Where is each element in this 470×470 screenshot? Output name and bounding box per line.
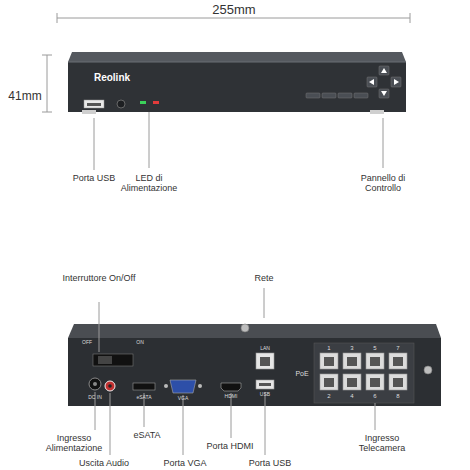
port-number: 7 bbox=[393, 345, 403, 352]
panel-marking: HDMI bbox=[219, 394, 243, 400]
port-number: 3 bbox=[347, 345, 357, 352]
panel-marking: USB bbox=[255, 392, 275, 398]
panel-marking: ON bbox=[132, 340, 148, 346]
part-label: Uscita Audio bbox=[69, 458, 139, 468]
part-label: Pannello di Controllo bbox=[347, 173, 419, 194]
panel-marking: eSATA bbox=[130, 395, 158, 401]
port-number: 8 bbox=[393, 393, 403, 400]
port-number: 5 bbox=[370, 345, 380, 352]
part-label: Porta USB bbox=[242, 458, 298, 468]
part-label: LED di Alimentazione bbox=[109, 173, 189, 194]
part-label: Porta USB bbox=[54, 173, 134, 183]
panel-marking: LAN bbox=[255, 346, 275, 352]
port-number: 1 bbox=[324, 345, 334, 352]
port-number: 4 bbox=[347, 393, 357, 400]
panel-marking: PoE bbox=[291, 370, 313, 378]
panel-marking: VGA bbox=[173, 396, 193, 402]
part-label: Porta HDMI bbox=[200, 441, 260, 451]
dimension-label: 41mm bbox=[3, 90, 47, 104]
part-label: Interruttore On/Off bbox=[57, 273, 141, 283]
part-label: Rete bbox=[239, 273, 289, 283]
port-number: 2 bbox=[324, 393, 334, 400]
panel-marking: OFF bbox=[77, 340, 97, 346]
part-label: Porta VGA bbox=[157, 458, 213, 468]
port-number: 6 bbox=[370, 393, 380, 400]
brand-logo: Reolink bbox=[82, 72, 142, 84]
panel-marking: DC IN bbox=[83, 395, 107, 401]
part-label: Ingresso Alimentazione bbox=[39, 433, 109, 454]
part-label: Ingresso Telecamera bbox=[342, 433, 422, 454]
part-label: eSATA bbox=[127, 430, 167, 440]
dimension-label: 255mm bbox=[194, 3, 274, 18]
